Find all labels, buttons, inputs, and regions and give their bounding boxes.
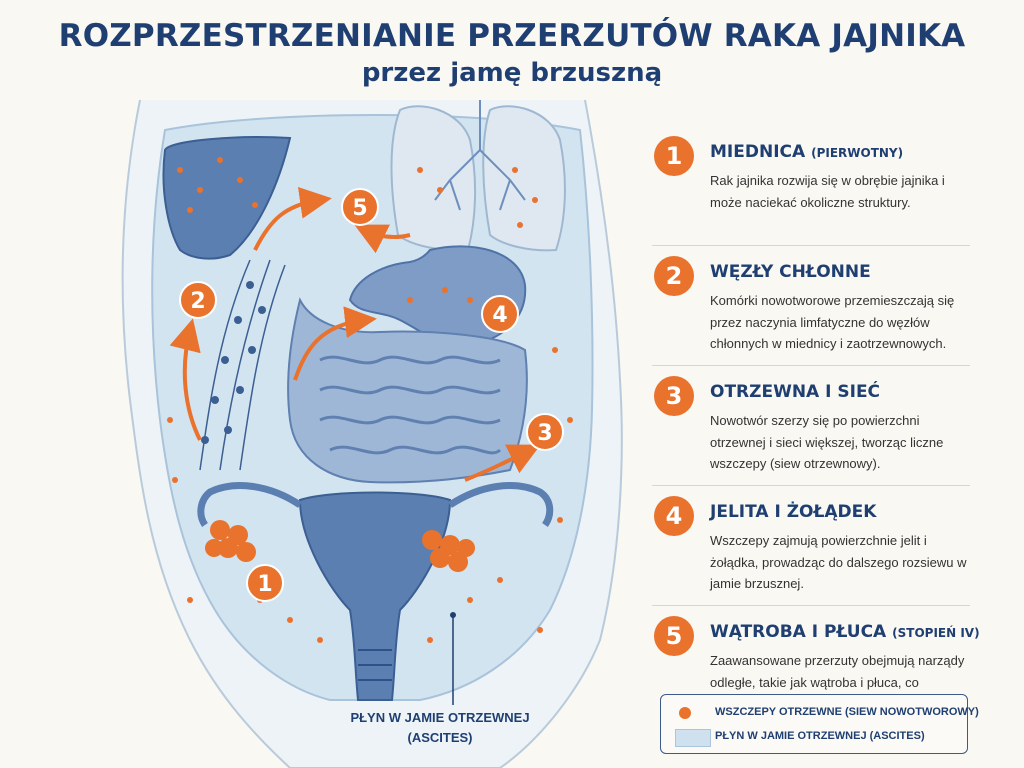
step-title-main: MIEDNICA [710,142,806,162]
ovary-tumor-left [205,520,256,562]
step-number: 3 [654,376,694,416]
marker-3-label: 3 [537,421,552,446]
step-title-note: (STOPIEŃ IV) [892,626,980,640]
legend-fluid-label: PŁYN W JAMIE OTRZEWNEJ (ASCITES) [715,730,925,742]
step-description: Wszczepy zajmują powierzchnie jelit i żo… [710,533,967,591]
step-description: Komórki nowotworowe przemieszczają się p… [710,293,955,351]
step-item-5: 5 WĄTROBA I PŁUCA (STOPIEŃ IV) Zaawansow… [652,606,980,725]
peritoneal-implants [167,157,573,643]
page-title: ROZPRZESTRZENIANIE PRZERZUTÓW RAKA JAJNI… [58,18,966,54]
step-title: MIEDNICA (PIERWOTNY) [710,142,903,162]
step-title: OTRZEWNA I SIEĆ [710,382,880,402]
step-title: JELITA I ŻOŁĄDEK [710,502,876,522]
lymph-nodes [201,281,266,444]
liver [162,136,292,260]
legend-row-fluid: PŁYN W JAMIE OTRZEWNEJ (ASCITES) [661,727,967,747]
uterus [298,491,452,701]
ascites-label-line2: (ASCITES) [407,730,473,745]
marker-2-label: 2 [190,289,205,314]
step-number: 4 [654,496,694,536]
step-description: Nowotwór szerzy się po powierzchni otrze… [710,413,944,471]
marker-2: 2 [179,281,217,319]
steps-list: 1 MIEDNICA (PIERWOTNY) Rak jajnika rozwi… [652,126,980,725]
lung-right [482,105,566,252]
step-item-2: 2 WĘZŁY CHŁONNE Komórki nowotworowe prze… [652,246,970,366]
marker-5-label: 5 [352,196,367,221]
spread-arrows [169,186,541,482]
legend-implants-label: WSZCZEPY OTRZEWNE (SIEW NOWOTWOROWY) [715,706,979,718]
legend-row-implants: WSZCZEPY OTRZEWNE (SIEW NOWOTWOROWY) [661,703,979,723]
step-title-main: OTRZEWNA I SIEĆ [710,382,881,402]
lymphatic-vessels [199,259,286,471]
fluid-swatch-icon [675,729,711,747]
marker-3: 3 [526,413,564,451]
lung-left [390,105,477,252]
step-title-note: (PIERWOTNY) [811,146,904,160]
legend: WSZCZEPY OTRZEWNE (SIEW NOWOTWOROWY) PŁY… [660,694,979,754]
implant-dot-icon [679,707,691,719]
step-title: WĘZŁY CHŁONNE [710,262,871,282]
ovary-tumor-right [422,530,475,572]
step-number: 1 [654,136,694,176]
small-intestine [319,355,502,455]
ascites-label-line1: PŁYN W JAMIE OTRZEWNEJ [350,710,530,725]
step-item-1: 1 MIEDNICA (PIERWOTNY) Rak jajnika rozwi… [652,126,970,246]
fallopian-tube-left [197,482,302,528]
page-subtitle: przez jamę brzuszną [361,58,663,88]
marker-4-label: 4 [492,303,507,328]
step-item-3: 3 OTRZEWNA I SIEĆ Nowotwór szerzy się po… [652,366,970,486]
step-title: WĄTROBA I PŁUCA (STOPIEŃ IV) [710,622,980,642]
marker-1: 1 [246,564,284,602]
stomach [348,245,527,347]
anatomy-diagram: 1 2 3 4 5 [121,99,623,768]
step-item-4: 4 JELITA I ŻOŁĄDEK Wszczepy zajmują powi… [652,486,970,606]
marker-5: 5 [341,188,379,226]
step-title-main: WĘZŁY CHŁONNE [710,262,871,282]
ascites-label: PŁYN W JAMIE OTRZEWNEJ (ASCITES) [340,708,540,748]
fallopian-tube-right [448,482,554,528]
step-number: 5 [654,616,694,656]
step-description: Rak jajnika rozwija się w obrębie jajnik… [710,173,945,210]
marker-4: 4 [481,295,519,333]
step-title-main: WĄTROBA I PŁUCA [710,622,887,642]
step-title-main: JELITA I ŻOŁĄDEK [710,502,877,522]
step-number: 2 [654,256,694,296]
marker-1-label: 1 [257,572,272,597]
